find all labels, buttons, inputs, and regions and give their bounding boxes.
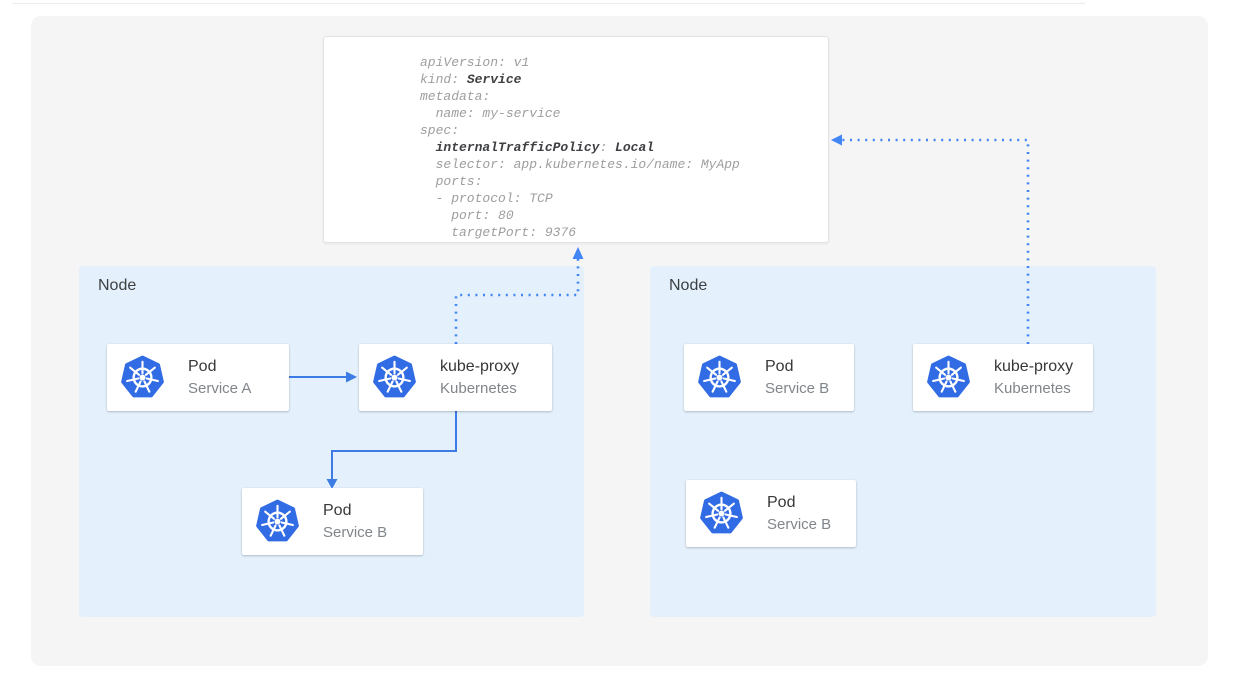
card-title: kube-proxy (440, 358, 520, 375)
kubernetes-icon (372, 355, 417, 400)
card-subtitle: Kubernetes (440, 380, 517, 397)
node-box-right: Node (650, 266, 1156, 617)
card-title: Pod (767, 494, 796, 511)
top-divider (12, 3, 1085, 4)
node-label: Node (669, 277, 708, 294)
card-title: kube-proxy (994, 358, 1074, 375)
kubernetes-icon (699, 491, 744, 536)
card-subtitle: Service B (323, 524, 388, 541)
kubernetes-icon (926, 355, 971, 400)
pod-service-b-card-right-top: Pod Service B (684, 344, 854, 411)
pod-service-b-card-left: Pod Service B (242, 488, 423, 555)
card-subtitle: Service A (188, 380, 252, 397)
kube-proxy-card-left: kube-proxy Kubernetes (359, 344, 552, 411)
kubernetes-icon (120, 355, 165, 400)
kube-proxy-card-right: kube-proxy Kubernetes (913, 344, 1093, 411)
card-title: Pod (188, 358, 217, 375)
card-subtitle: Kubernetes (994, 380, 1071, 397)
pod-service-b-card-right-bottom: Pod Service B (686, 480, 856, 547)
node-box-left: Node (79, 266, 584, 617)
card-title: Pod (323, 502, 352, 519)
card-subtitle: Service B (767, 516, 832, 533)
node-label: Node (98, 277, 137, 294)
kubernetes-icon (255, 499, 300, 544)
card-title: Pod (765, 358, 794, 375)
kubernetes-icon (697, 355, 742, 400)
card-subtitle: Service B (765, 380, 830, 397)
pod-service-a-card: Pod Service A (107, 344, 289, 411)
